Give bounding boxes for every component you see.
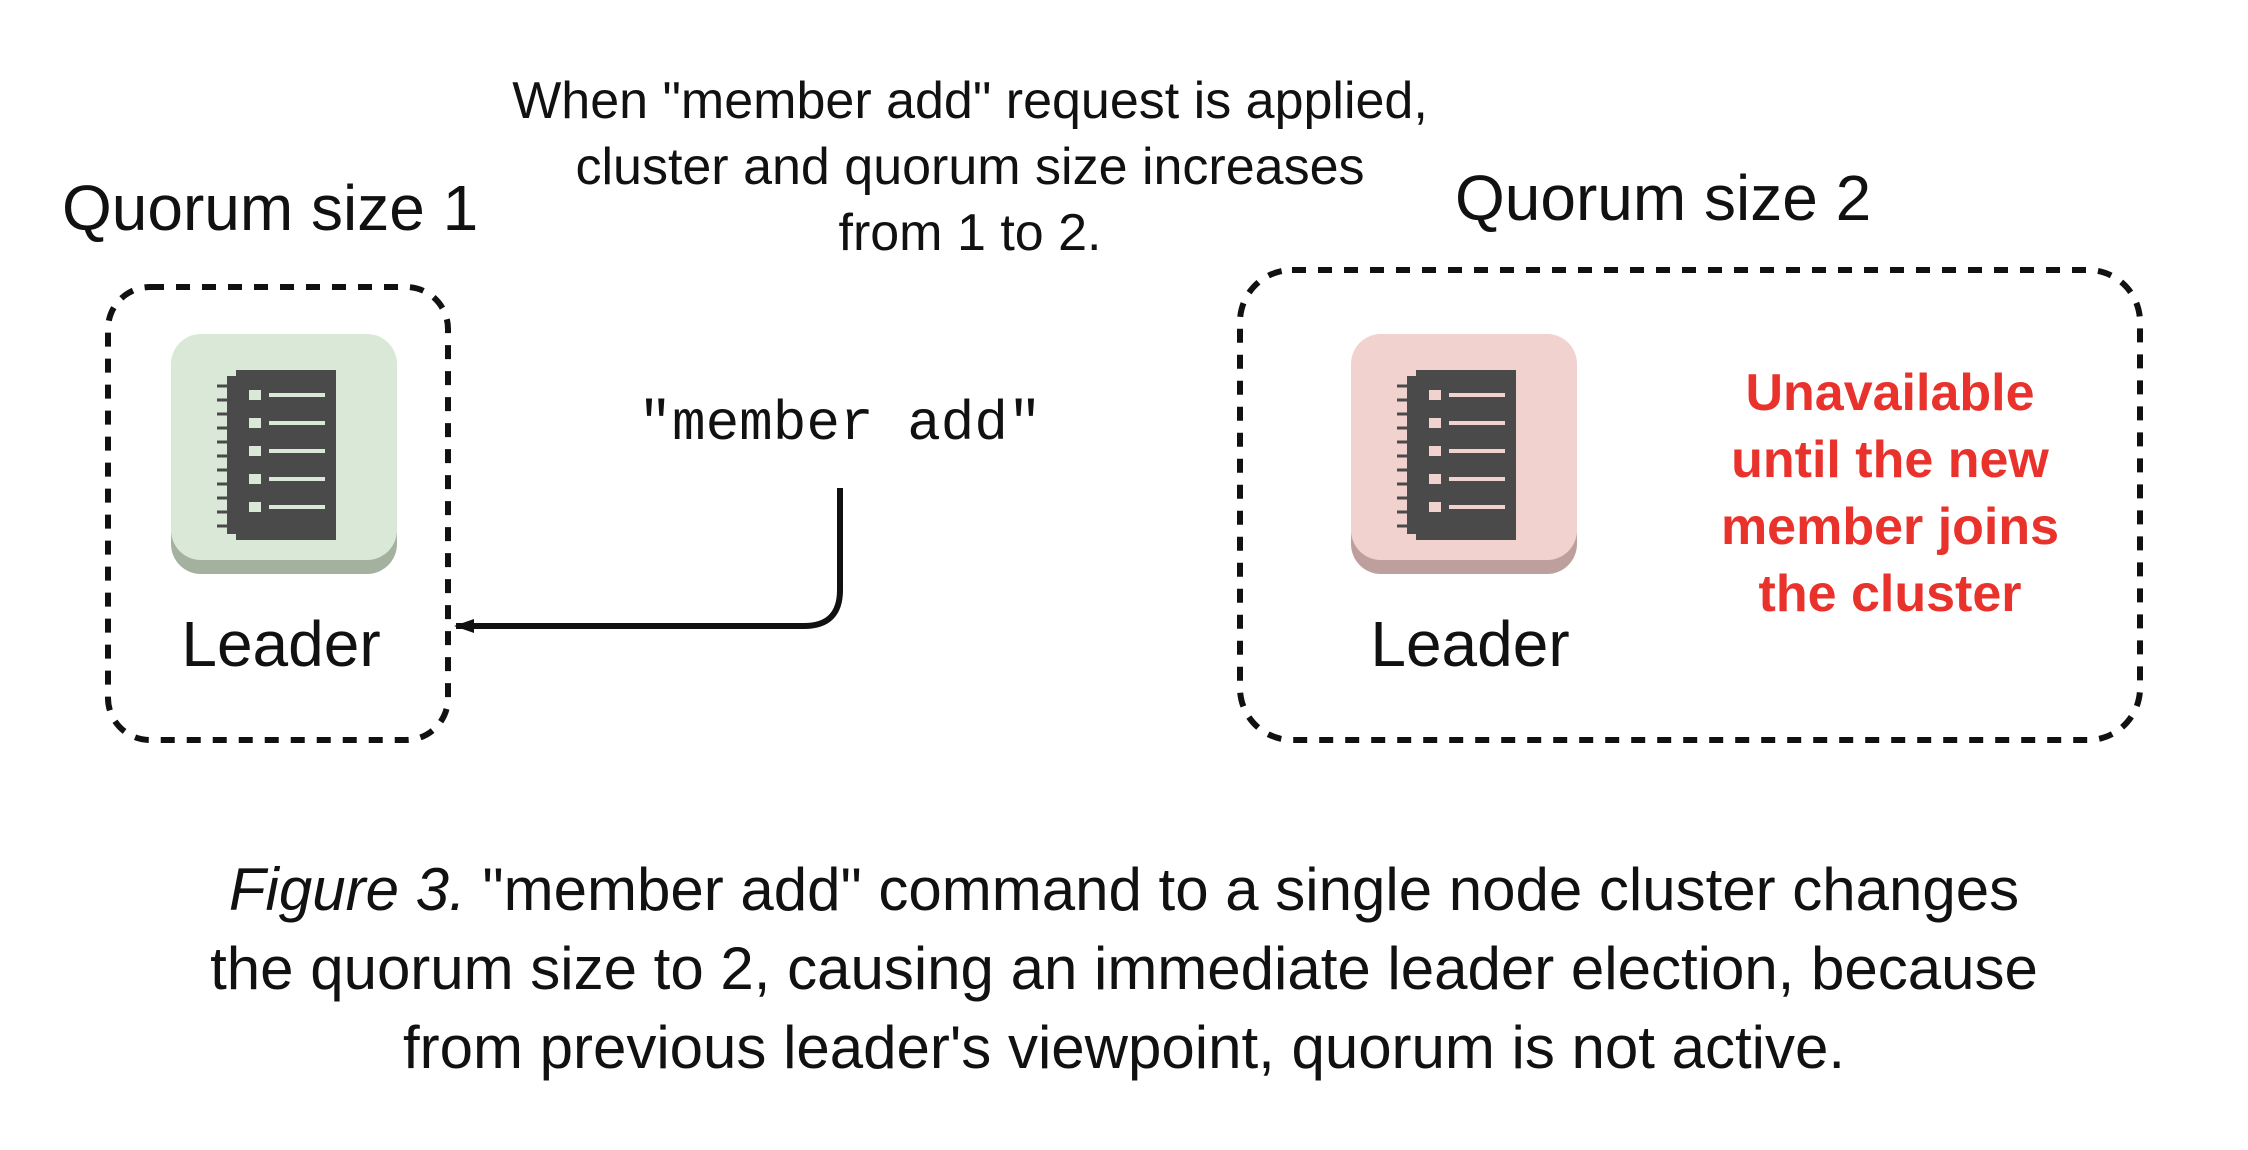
quorum-size-before-title: Quorum size 1 xyxy=(62,172,479,244)
caption-line: from previous leader's viewpoint, quorum… xyxy=(402,1014,1846,1081)
caption-line: the quorum size to 2, causing an immedia… xyxy=(210,935,2038,1002)
cluster-boundary-after xyxy=(1237,267,2143,743)
member-add-command-label: "member add" xyxy=(638,392,1042,456)
caption-line: Figure 3. "member add" command to a sing… xyxy=(40,850,2208,929)
command-arrow xyxy=(454,488,843,633)
unavailable-warning: Unavailable until the new member joins t… xyxy=(1640,360,2140,628)
warning-line: Unavailable xyxy=(1745,364,2035,422)
leader-label-after: Leader xyxy=(1370,608,1570,680)
server-log-icon xyxy=(171,334,397,574)
request-note-line: from 1 to 2. xyxy=(838,204,1102,262)
figure-caption: Figure 3. "member add" command to a sing… xyxy=(40,850,2208,1087)
warning-line: the cluster xyxy=(1758,565,2022,623)
server-log-icon xyxy=(1351,334,1577,574)
figure-label: Figure 3. xyxy=(228,856,466,923)
request-note-line: cluster and quorum size increases xyxy=(575,138,1365,196)
request-note-line: When "member add" request is applied, xyxy=(512,72,1428,130)
caption-text: "member add" command to a single node cl… xyxy=(465,856,2020,923)
quorum-size-after-title: Quorum size 2 xyxy=(1455,162,1872,234)
warning-line: until the new xyxy=(1731,431,2049,489)
leader-label-before: Leader xyxy=(181,608,381,680)
warning-line: member joins xyxy=(1720,498,2060,556)
request-note: When "member add" request is applied, cl… xyxy=(400,68,1540,266)
cluster-boundary-before xyxy=(105,284,451,743)
